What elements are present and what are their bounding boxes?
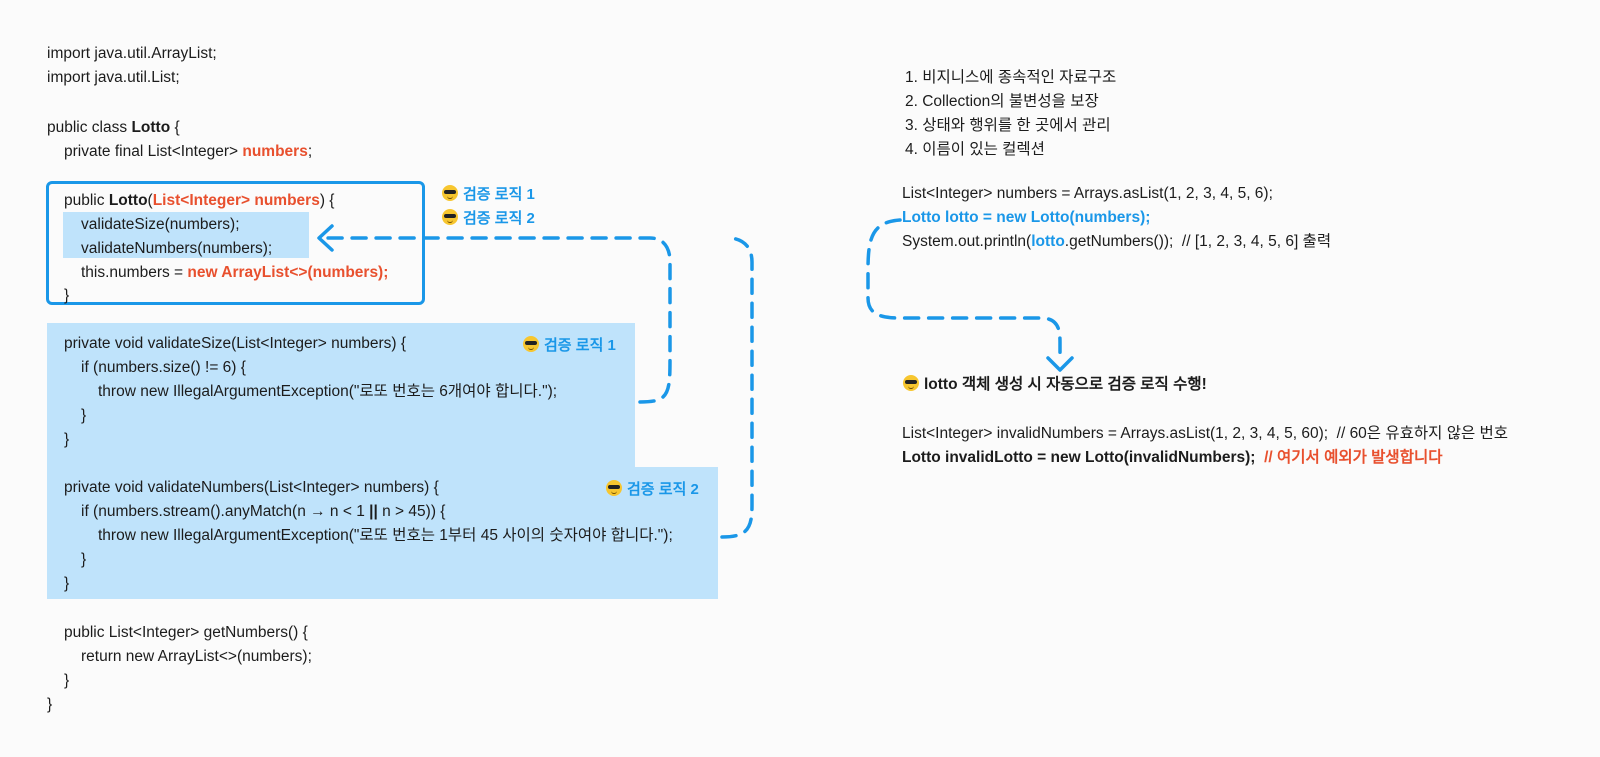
code-import-1: import java.util.ArrayList;: [47, 45, 217, 62]
ctor-calls-highlight: [63, 212, 309, 258]
tag-logic-2: 검증 로직 2: [606, 478, 699, 502]
code-ctor-call-1: validateSize(numbers);: [81, 216, 240, 233]
tag-logic-1-top: 검증 로직 1: [442, 183, 535, 207]
code-gn-sig: public List<Integer> getNumbers() {: [64, 624, 308, 641]
usage-line-3: System.out.println(lotto.getNumbers()); …: [902, 233, 1332, 250]
sunglasses-icon: [523, 336, 539, 352]
sunglasses-icon: [442, 185, 458, 201]
code-vs-close: }: [64, 431, 70, 448]
code-field: private final List<Integer> numbers;: [64, 143, 313, 160]
feature-2: 2. Collection의 불변성을 보장: [905, 93, 1099, 110]
usage-line-2: Lotto lotto = new Lotto(numbers);: [902, 209, 1151, 226]
code-ctor-call-2: validateNumbers(numbers);: [81, 240, 273, 257]
code-class-close: }: [47, 696, 53, 713]
sunglasses-icon: [606, 480, 622, 496]
code-vn-throw: throw new IllegalArgumentException("로또 번…: [98, 527, 673, 544]
sunglasses-icon: [442, 209, 458, 225]
code-vn-if: if (numbers.stream().anyMatch(n → n < 1 …: [81, 503, 446, 520]
tag-logic-1: 검증 로직 1: [523, 334, 616, 358]
code-gn-return: return new ArrayList<>(numbers);: [81, 648, 312, 665]
usage-line-1: List<Integer> numbers = Arrays.asList(1,…: [902, 185, 1273, 202]
code-vn-if-close: }: [81, 551, 87, 568]
code-vs-if-close: }: [81, 407, 87, 424]
code-class-decl: public class Lotto {: [47, 119, 180, 136]
arrowhead-note: [1046, 356, 1074, 372]
feature-3: 3. 상태와 행위를 한 곳에서 관리: [905, 117, 1111, 134]
tag-logic-2-top: 검증 로직 2: [442, 207, 535, 231]
code-vn-close: }: [64, 575, 70, 592]
feature-1: 1. 비지니스에 종속적인 자료구조: [905, 69, 1117, 86]
code-vn-sig: private void validateNumbers(List<Intege…: [64, 479, 439, 496]
code-vs-sig: private void validateSize(List<Integer> …: [64, 335, 407, 352]
invalid-line-2: Lotto invalidLotto = new Lotto(invalidNu…: [902, 449, 1443, 466]
invalid-line-1: List<Integer> invalidNumbers = Arrays.as…: [902, 425, 1509, 442]
feature-4: 4. 이름이 있는 컬렉션: [905, 141, 1045, 158]
sunglasses-icon: [903, 375, 919, 391]
auto-validation-note: lotto 객체 생성 시 자동으로 검증 로직 수행!: [903, 373, 1207, 397]
code-ctor-assign: this.numbers = new ArrayList<>(numbers);: [81, 264, 389, 281]
code-ctor-close: }: [64, 287, 70, 304]
code-vs-if: if (numbers.size() != 6) {: [81, 359, 246, 376]
code-import-2: import java.util.List;: [47, 69, 180, 86]
arrow-validate-numbers-to-ctor: [720, 236, 754, 539]
code-ctor-sig: public Lotto(List<Integer> numbers) {: [64, 192, 335, 209]
field-name: numbers: [242, 143, 308, 160]
code-gn-close: }: [64, 672, 70, 689]
code-vs-throw: throw new IllegalArgumentException("로또 번…: [98, 383, 558, 400]
class-name: Lotto: [131, 119, 171, 136]
